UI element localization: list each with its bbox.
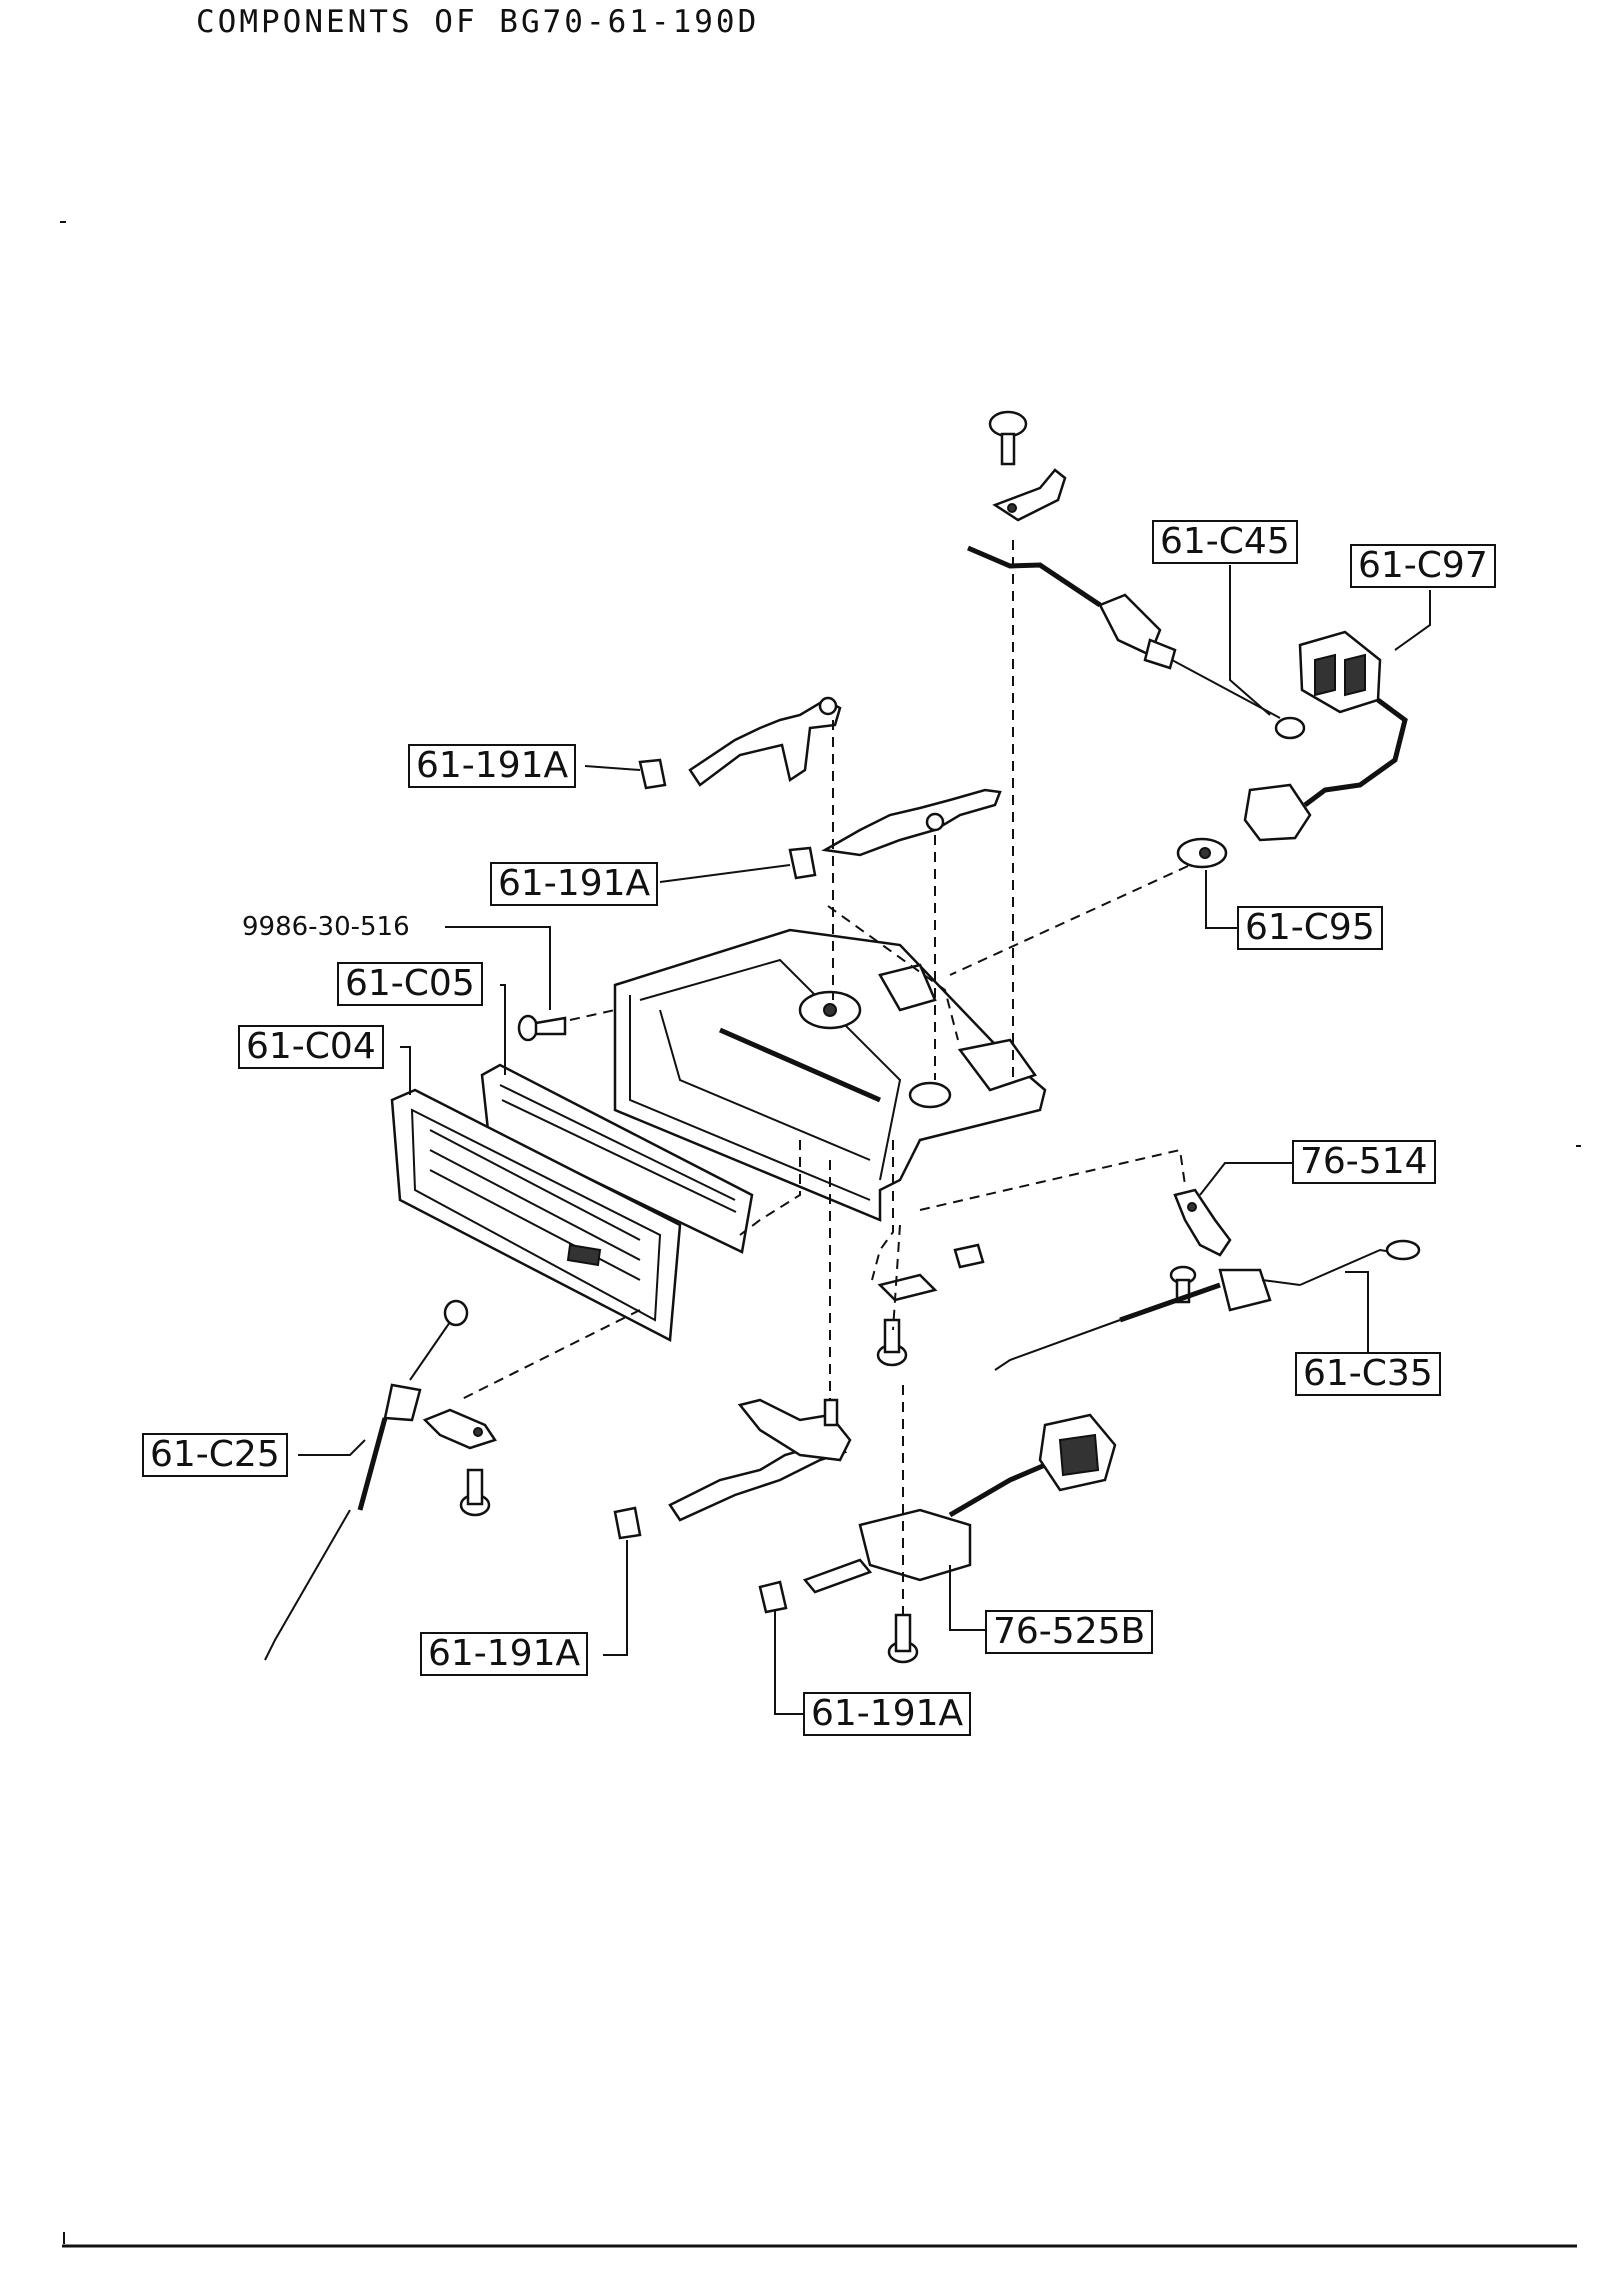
cable-c25-icon [264,1299,469,1661]
upper-lever-2-icon [788,788,1002,880]
part-label-61-c45: 61-C45 [1152,520,1298,564]
top-bracket-icon [992,468,1067,522]
upper-lever-1-icon [638,696,842,790]
connector-c97-icon [1243,630,1408,842]
lower-lever-icon [613,1398,852,1540]
part-label-61-191a: 61-191A [420,1632,589,1676]
cable-c25-bracket-icon [422,1408,497,1450]
cable-c45-icon [967,545,1306,740]
knob-icon [758,1580,788,1614]
part-label-61-191a: 61-191A [803,1692,972,1736]
center-clip-icon [876,1243,985,1367]
actuator-screw-icon [887,1613,919,1664]
grommet-c95-icon [1176,837,1228,869]
part-label-61-c35: 61-C35 [1295,1352,1441,1396]
part-label-61-c95: 61-C95 [1237,906,1383,950]
leader-lines [298,565,1431,1715]
part-label-61-c25: 61-C25 [142,1433,288,1477]
part-label-61-c05: 61-C05 [337,962,483,1006]
part-label-61-191a: 61-191A [490,862,659,906]
part-label-61-191a: 61-191A [408,744,577,788]
control-unit-body-icon [613,928,1047,1222]
actuator-525b-icon [802,1413,1117,1594]
assembly-dashed-lines [459,540,1189,1615]
part-label-76-525b: 76-525B [985,1610,1154,1654]
left-screw-icon [459,1468,491,1517]
screw-icon [517,1014,567,1042]
cable-c35-icon [994,1239,1421,1371]
clip-514-icon [1173,1188,1232,1257]
panel-c05-icon [480,1063,754,1254]
part-label-61-c97: 61-C97 [1350,544,1496,588]
page-title: COMPONENTS OF BG70-61-190D [196,4,760,40]
bezel-c04-icon [390,1088,682,1342]
part-label-76-514: 76-514 [1292,1140,1436,1184]
top-bolt-icon [988,410,1028,466]
part-label-61-c04: 61-C04 [238,1025,384,1069]
part-label-9986-30-516: 9986-30-516 [242,912,410,942]
